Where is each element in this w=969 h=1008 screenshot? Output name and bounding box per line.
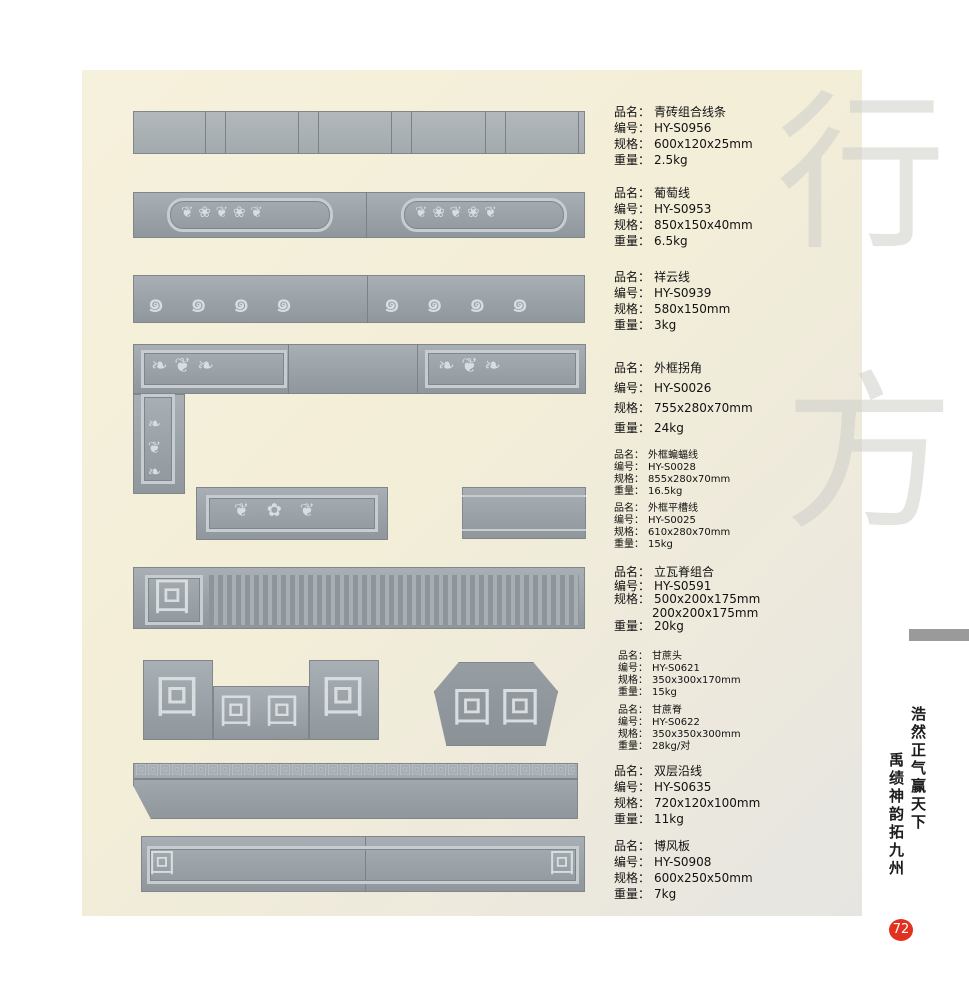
product-code: HY-S0025 bbox=[648, 515, 696, 526]
product-weight: 7kg bbox=[654, 887, 677, 901]
product-name: 双层沿线 bbox=[654, 764, 703, 778]
product-spec: 600x120x25mm bbox=[654, 137, 753, 151]
product-code: HY-S0956 bbox=[654, 121, 712, 135]
product-image-double-eave-line: 回回回回回回回回回回回回回回回回回回回回回回回回回回回回回回回回回回回回回回 bbox=[133, 763, 578, 819]
section-tab bbox=[909, 629, 969, 641]
product-name: 外框蝙蝠线 bbox=[648, 450, 698, 461]
product-info-tile-ridge-set: 品名：立瓦脊组合 编号：HY-S0591 规格：500x200x175mm 20… bbox=[614, 565, 761, 633]
product-name: 葡萄线 bbox=[654, 186, 691, 200]
product-weight: 28kg/对 bbox=[652, 741, 691, 752]
calligraphy-watermark-top: 行 bbox=[776, 76, 947, 274]
product-image-flat-groove-frame bbox=[462, 487, 586, 539]
vine-ornament: ❧ ❦ ❧ bbox=[438, 353, 501, 377]
fret-band-ornament: 回回回回回回回回回回回回回回回回回回回回回回回回回回回回回回回回回回回回回回 bbox=[135, 763, 575, 777]
product-spec: 350x300x170mm bbox=[652, 675, 741, 686]
product-info-gable-board: 品名：博风板 编号：HY-S0908 规格：600x250x50mm 重量：7k… bbox=[614, 839, 753, 901]
product-info-cloud-line: 品名：祥云线 编号：HY-S0939 规格：580x150mm 重量：3kg bbox=[614, 270, 731, 332]
product-info-sugarcane-head: 品名：甘蔗头 编号：HY-S0621 规格：350x300x170mm 重量：1… bbox=[618, 651, 741, 698]
product-code: HY-S0939 bbox=[654, 286, 712, 300]
product-spec: 610x280x70mm bbox=[648, 527, 731, 538]
fret-ornament: 回 bbox=[452, 685, 492, 731]
product-image-frame-corner-leg: ❧ ❦ ❧ bbox=[133, 394, 185, 494]
product-weight: 6.5kg bbox=[654, 234, 688, 248]
product-code: HY-S0591 bbox=[654, 578, 712, 593]
page-number: 72 bbox=[889, 919, 913, 941]
product-info-grape-line: 品名：葡萄线 编号：HY-S0953 规格：850x150x40mm 重量：6.… bbox=[614, 186, 753, 248]
product-spec: 850x150x40mm bbox=[654, 218, 753, 232]
product-info-flat-groove-frame: 品名：外框平槽线 编号：HY-S0025 规格：610x280x70mm 重量：… bbox=[614, 503, 731, 550]
product-weight: 15kg bbox=[648, 539, 673, 550]
motto-line-1: 浩然正气赢天下 bbox=[909, 706, 927, 832]
grape-ornament: ❦ ❀ ❦ ❀ ❦ bbox=[415, 203, 497, 221]
fret-ornament: 回 bbox=[500, 685, 540, 731]
product-spec: 855x280x70mm bbox=[648, 474, 731, 485]
product-image-bat-frame-line: ❦ ✿ ❦ bbox=[196, 487, 388, 540]
product-code: HY-S0953 bbox=[654, 202, 712, 216]
product-image-brick-line bbox=[133, 111, 585, 154]
product-image-gable-board: 回 回 bbox=[141, 836, 585, 892]
product-weight: 3kg bbox=[654, 318, 677, 332]
product-info-brick-line: 品名：青砖组合线条 编号：HY-S0956 规格：600x120x25mm 重量… bbox=[614, 105, 753, 167]
product-name: 外框拐角 bbox=[654, 361, 703, 375]
product-weight: 2.5kg bbox=[654, 153, 688, 167]
product-weight: 16.5kg bbox=[648, 486, 683, 497]
product-image-sugarcane-ridge: 回 回 bbox=[434, 662, 558, 746]
vine-ornament-vertical: ❧ ❦ ❧ bbox=[145, 414, 164, 482]
product-name: 甘蔗脊 bbox=[652, 705, 682, 716]
product-info-double-eave-line: 品名：双层沿线 编号：HY-S0635 规格：720x120x100mm 重量：… bbox=[614, 764, 761, 826]
fret-ornament: 回 bbox=[321, 672, 365, 723]
fret-ornament: 回 bbox=[265, 692, 299, 732]
fret-ornament: 回 bbox=[155, 672, 199, 723]
product-spec-2: 200x200x175mm bbox=[652, 605, 759, 620]
product-image-grape-line: ❦ ❀ ❦ ❀ ❦ ❦ ❀ ❦ ❀ ❦ bbox=[133, 192, 585, 238]
product-name: 立瓦脊组合 bbox=[654, 565, 715, 579]
product-spec: 500x200x175mm bbox=[654, 592, 761, 606]
product-code: HY-S0026 bbox=[654, 381, 712, 395]
product-name: 甘蔗头 bbox=[652, 651, 682, 662]
fret-ornament: 回 bbox=[219, 692, 253, 732]
product-code: HY-S0621 bbox=[652, 663, 700, 674]
product-spec: 720x120x100mm bbox=[654, 796, 761, 810]
product-weight: 24kg bbox=[654, 421, 684, 435]
fret-ornament: 回 bbox=[549, 849, 576, 879]
motto-line-2: 禹绩神韵拓九州 bbox=[887, 752, 905, 878]
fret-ornament: 回 bbox=[153, 575, 192, 619]
product-weight: 11kg bbox=[654, 812, 684, 826]
fret-ornament: 回 bbox=[149, 849, 176, 879]
product-code: HY-S0635 bbox=[654, 780, 712, 794]
product-image-tile-ridge-set: 回 bbox=[133, 567, 585, 629]
product-image-cloud-line: ๑ ๑ ๑ ๑ ๑ ๑ ๑ ๑ bbox=[133, 275, 585, 323]
product-weight: 20kg bbox=[654, 619, 684, 633]
product-info-frame-corner: 品名：外框拐角 编号：HY-S0026 规格：755x280x70mm 重量：2… bbox=[614, 361, 753, 435]
grape-ornament: ❦ ❀ ❦ ❀ ❦ bbox=[181, 203, 263, 221]
product-code: HY-S0028 bbox=[648, 462, 696, 473]
bat-ornament: ❦ ✿ ❦ bbox=[234, 500, 321, 521]
product-code: HY-S0622 bbox=[652, 717, 700, 728]
product-spec: 580x150mm bbox=[654, 302, 731, 316]
product-spec: 350x350x300mm bbox=[652, 729, 741, 740]
product-image-frame-corner: ❧ ❦ ❧ ❧ ❦ ❧ bbox=[133, 344, 586, 394]
product-code: HY-S0908 bbox=[654, 855, 712, 869]
calligraphy-watermark-bottom: 方 bbox=[784, 356, 955, 554]
product-spec: 755x280x70mm bbox=[654, 401, 753, 415]
product-spec: 600x250x50mm bbox=[654, 871, 753, 885]
vine-ornament: ❧ ❦ ❧ bbox=[151, 353, 214, 377]
product-name: 博风板 bbox=[654, 839, 691, 853]
product-info-bat-frame-line: 品名：外框蝙蝠线 编号：HY-S0028 规格：855x280x70mm 重量：… bbox=[614, 450, 731, 497]
product-name: 祥云线 bbox=[654, 270, 691, 284]
cloud-ornament: ๑ ๑ ๑ ๑ bbox=[147, 286, 301, 319]
cloud-ornament: ๑ ๑ ๑ ๑ bbox=[383, 286, 537, 319]
product-weight: 15kg bbox=[652, 687, 677, 698]
product-info-sugarcane-ridge: 品名：甘蔗脊 编号：HY-S0622 规格：350x350x300mm 重量：2… bbox=[618, 705, 741, 752]
product-name: 外框平槽线 bbox=[648, 503, 698, 514]
product-name: 青砖组合线条 bbox=[654, 105, 727, 119]
product-image-sugarcane-head: 回 回 回 回 bbox=[143, 660, 379, 740]
